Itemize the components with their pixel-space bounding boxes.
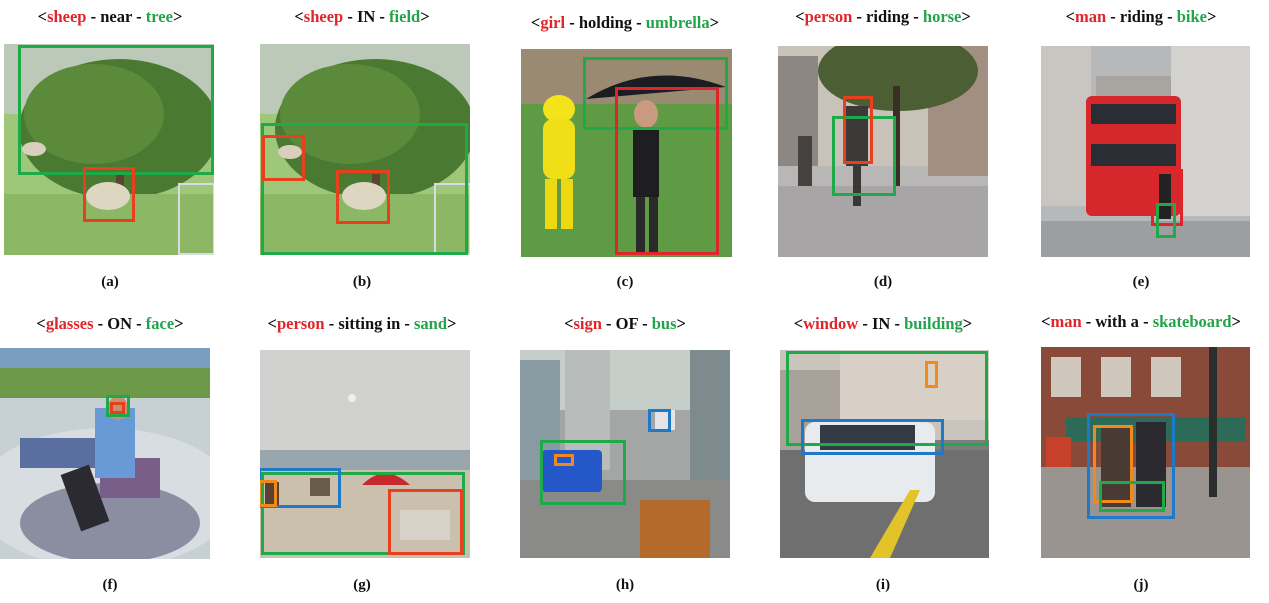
label-b: (b): [352, 274, 372, 290]
subject-box: [925, 361, 938, 388]
subject-box: [615, 87, 719, 255]
subject-box: [1093, 425, 1133, 503]
object-box: [832, 116, 896, 196]
caption-b: <sheep - IN - field>: [294, 7, 430, 26]
label-f: (f): [102, 577, 118, 593]
label-i: (i): [875, 577, 891, 593]
photo-d: [778, 46, 988, 257]
caption-h: <sign - OF - bus>: [564, 314, 686, 333]
subject-box: [843, 96, 873, 164]
caption-a: <sheep - near - tree>: [37, 7, 183, 26]
context-box: [801, 419, 944, 455]
photo-i: [780, 350, 989, 558]
label-g: (g): [353, 577, 371, 593]
photo-c: [521, 49, 732, 257]
label-d: (d): [873, 274, 893, 290]
label-a: (a): [101, 274, 119, 290]
subject-box: [260, 480, 277, 507]
photo-b: [260, 44, 470, 255]
object-box: [261, 472, 465, 555]
subject-box-2: [336, 170, 390, 224]
caption-j: <man - with a - skateboard>: [1041, 312, 1241, 331]
object-box: [18, 45, 214, 175]
photo-g: [260, 350, 470, 558]
label-h: (h): [615, 577, 635, 593]
label-j: (j): [1133, 577, 1149, 593]
subject-box: [1151, 169, 1183, 226]
photo-h: [520, 350, 730, 558]
object-box: [106, 395, 130, 417]
photo-f: [0, 348, 210, 559]
caption-c: <girl - holding - umbrella>: [530, 13, 720, 32]
object-box: [583, 57, 728, 130]
caption-e: <man - riding - bike>: [1065, 7, 1217, 26]
object-box: [786, 351, 988, 446]
subject-box: [554, 454, 574, 466]
caption-f: <glasses - ON - face>: [36, 314, 184, 333]
subject-box: [83, 167, 135, 222]
context-box: [1087, 413, 1175, 519]
photo-a: [4, 44, 214, 255]
photo-j: [1041, 347, 1250, 558]
subject-box: [110, 402, 125, 414]
object-box: [1099, 481, 1165, 512]
label-e: (e): [1132, 274, 1150, 290]
context-box: [648, 409, 671, 432]
object-box: [540, 440, 626, 505]
caption-i: <window - IN - building>: [793, 314, 973, 333]
caption-d: <person - riding - horse>: [795, 7, 971, 26]
photo-e: [1041, 46, 1250, 257]
subject-box: [262, 135, 305, 181]
subject-box-2: [388, 489, 463, 555]
object-box: [1156, 203, 1176, 238]
label-c: (c): [616, 274, 634, 290]
object-box: [261, 123, 468, 255]
caption-g: <person - sitting in - sand>: [267, 314, 457, 333]
